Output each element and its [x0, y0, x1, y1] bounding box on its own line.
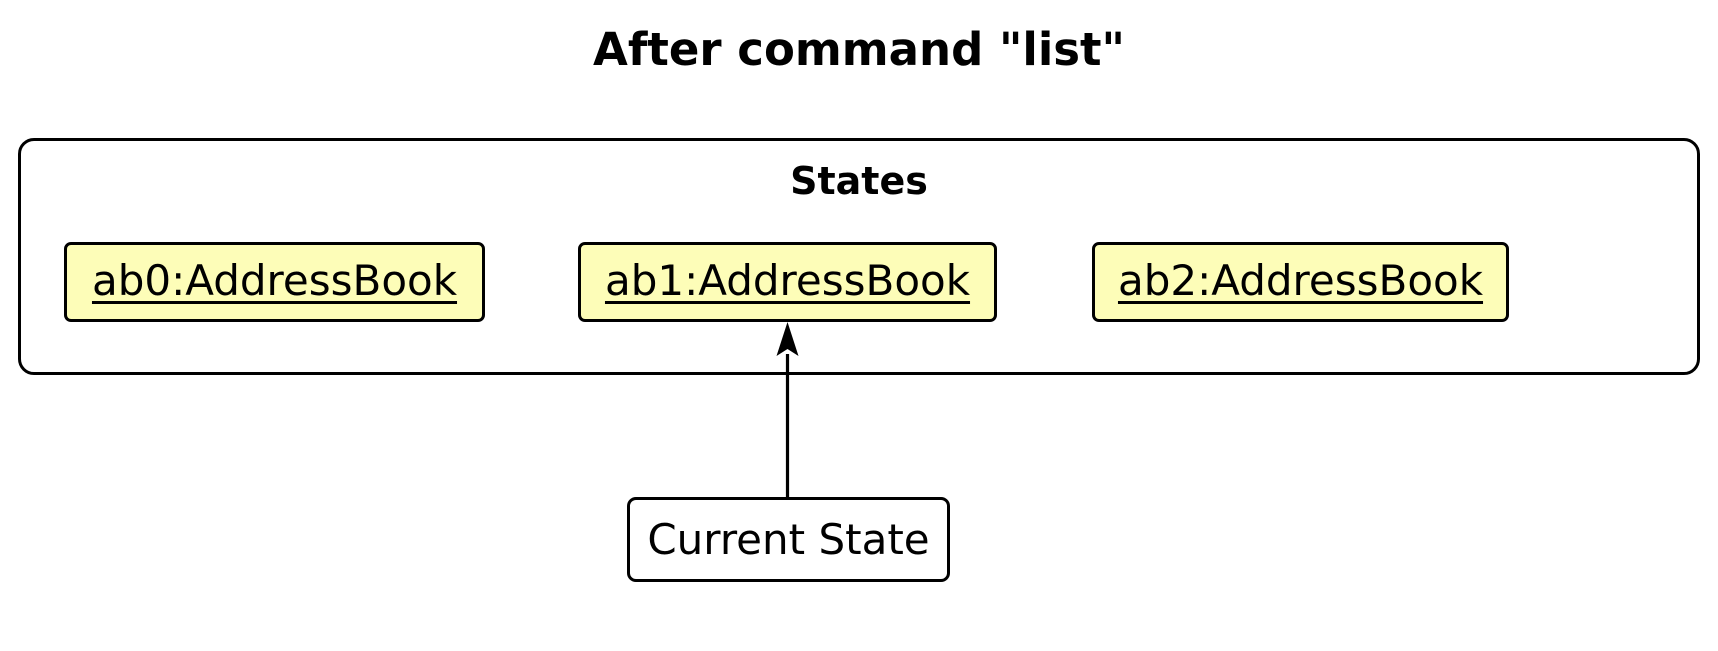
states-frame-title: States	[790, 159, 928, 203]
current-state-note-label: Current State	[647, 514, 930, 564]
object-box-ab1[interactable]: ab1:AddressBook	[578, 242, 997, 322]
object-label-ab0: ab0:AddressBook	[91, 256, 458, 305]
current-state-note[interactable]: Current State	[627, 497, 950, 582]
object-label-ab1: ab1:AddressBook	[604, 256, 971, 305]
object-label-ab2: ab2:AddressBook	[1117, 256, 1484, 305]
object-box-ab0[interactable]: ab0:AddressBook	[64, 242, 485, 322]
page-title: After command "list"	[593, 23, 1125, 76]
object-box-ab2[interactable]: ab2:AddressBook	[1092, 242, 1509, 322]
